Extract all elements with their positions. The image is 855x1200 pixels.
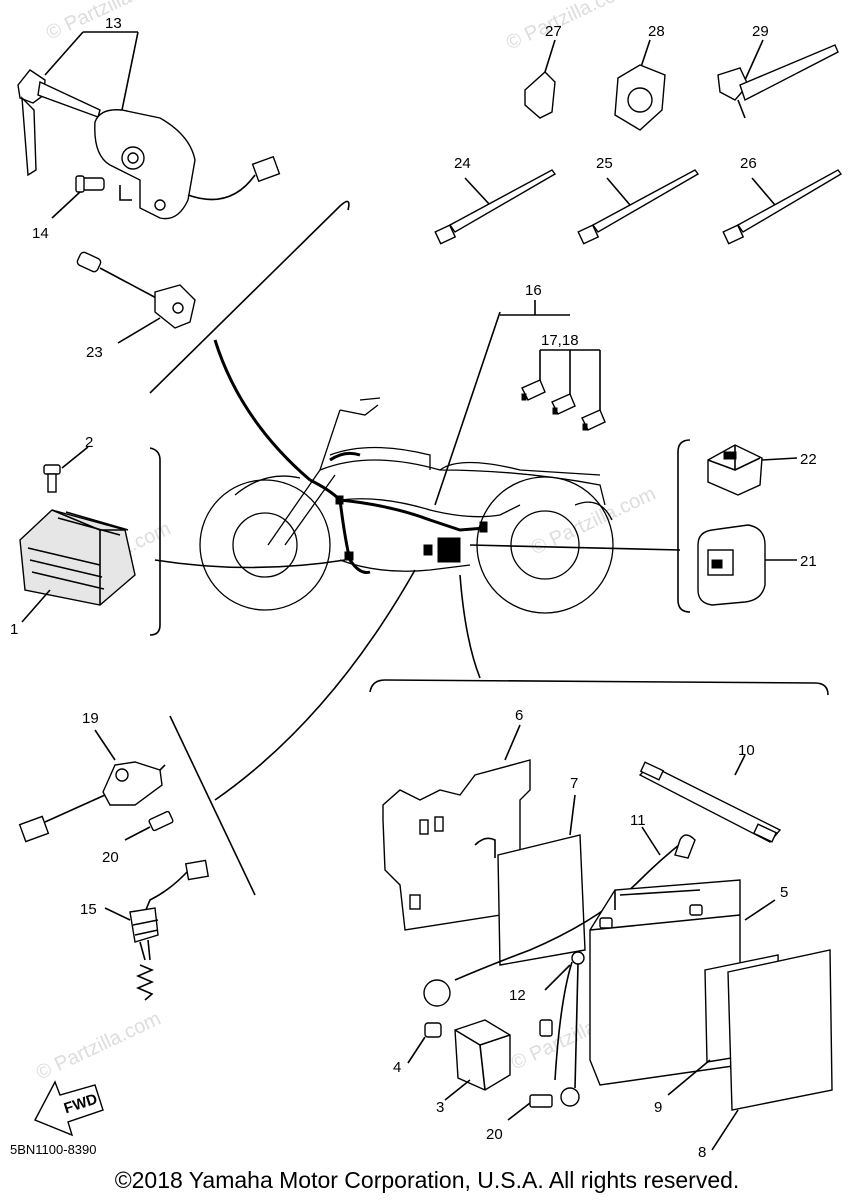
callout-6: 6 [515,707,523,724]
cable-11-group [423,826,696,1007]
leader-lines [154,311,681,801]
callout-28: 28 [648,23,665,40]
callout-9: 9 [654,1099,662,1116]
callout-2: 2 [85,434,93,451]
callout-15: 15 [80,901,97,918]
cable-tie-24 [448,169,557,233]
callout-12: 12 [509,987,526,1004]
callout-14: 14 [32,225,49,242]
callout-7: 7 [570,775,578,792]
harness-on-bike [309,451,488,574]
callout-21: 21 [800,553,817,570]
rectifier-regulator [19,509,136,606]
callout-3: 3 [436,1099,444,1116]
callout-24: 24 [454,155,471,172]
rectifier-group [19,446,136,623]
key-blade-a [21,96,37,177]
battery-box [382,759,531,931]
cable-tie-25 [591,169,700,233]
part-23-group [76,251,196,344]
screw-20-lower [529,1094,553,1108]
callout-25: 25 [596,155,613,172]
callout-22: 22 [800,451,817,468]
callout-19: 19 [82,710,99,727]
callout-8: 8 [698,1144,706,1161]
screw-4 [424,1022,442,1038]
part-19-group [18,729,174,843]
starter-relay-group [407,1019,511,1101]
cable-tie-26 [736,169,843,233]
battery-group [589,879,776,1086]
callout-20a: 20 [102,849,119,866]
callout-16: 16 [525,282,542,299]
watermark: © Partzilla.com [503,0,634,55]
callout-1: 1 [10,621,18,638]
callout-11: 11 [630,812,646,829]
screw-20-lower-group [507,1094,553,1121]
terminal-cap [423,979,451,1007]
callout-17-18: 17,18 [541,332,579,349]
harness-connector [437,537,461,563]
copyright-notice: ©2018 Yamaha Motor Corporation, U.S.A. A… [115,1167,740,1193]
main-switch [94,109,196,220]
watermark: © Partzilla.com [33,1008,164,1085]
callout-23: 23 [86,344,103,361]
clamp-27 [524,71,556,119]
callout-10: 10 [738,742,755,759]
fuse-group [521,349,606,431]
plate-8 [727,949,833,1111]
bolt-2 [43,464,61,475]
callout-5: 5 [780,884,788,901]
callout-20b: 20 [486,1126,503,1143]
callout-4: 4 [393,1059,401,1076]
diagram-code: 5BN1100-8390 [10,1142,97,1157]
main-switch-group [17,31,281,220]
switch-15 [129,907,159,943]
part-15-group [104,859,210,1001]
strap-group [638,754,782,843]
starter-relay-3 [454,1019,511,1091]
switch-19 [102,761,163,806]
fwd-arrow-icon: FWD [34,1080,104,1137]
motorcycle-outline [199,397,614,614]
key-blade-b [37,80,101,118]
battery-cover-7 [497,834,586,966]
clamps-group [524,39,839,131]
battery-box-group [382,724,586,966]
plates-group [667,949,833,1151]
callout-labels: 13 14 23 2 1 27 28 29 24 25 26 16 17,18 … [10,15,817,1161]
callout-27: 27 [545,23,562,40]
callout-29: 29 [752,23,769,40]
clamp-29 [717,67,749,101]
callout-13: 13 [105,15,122,32]
relay-group [697,444,798,606]
callout-26: 26 [740,155,757,172]
screw-20 [148,810,174,832]
cable-ties-group [434,169,843,245]
group-brackets [149,200,829,896]
ground-lead-group [539,951,585,1107]
